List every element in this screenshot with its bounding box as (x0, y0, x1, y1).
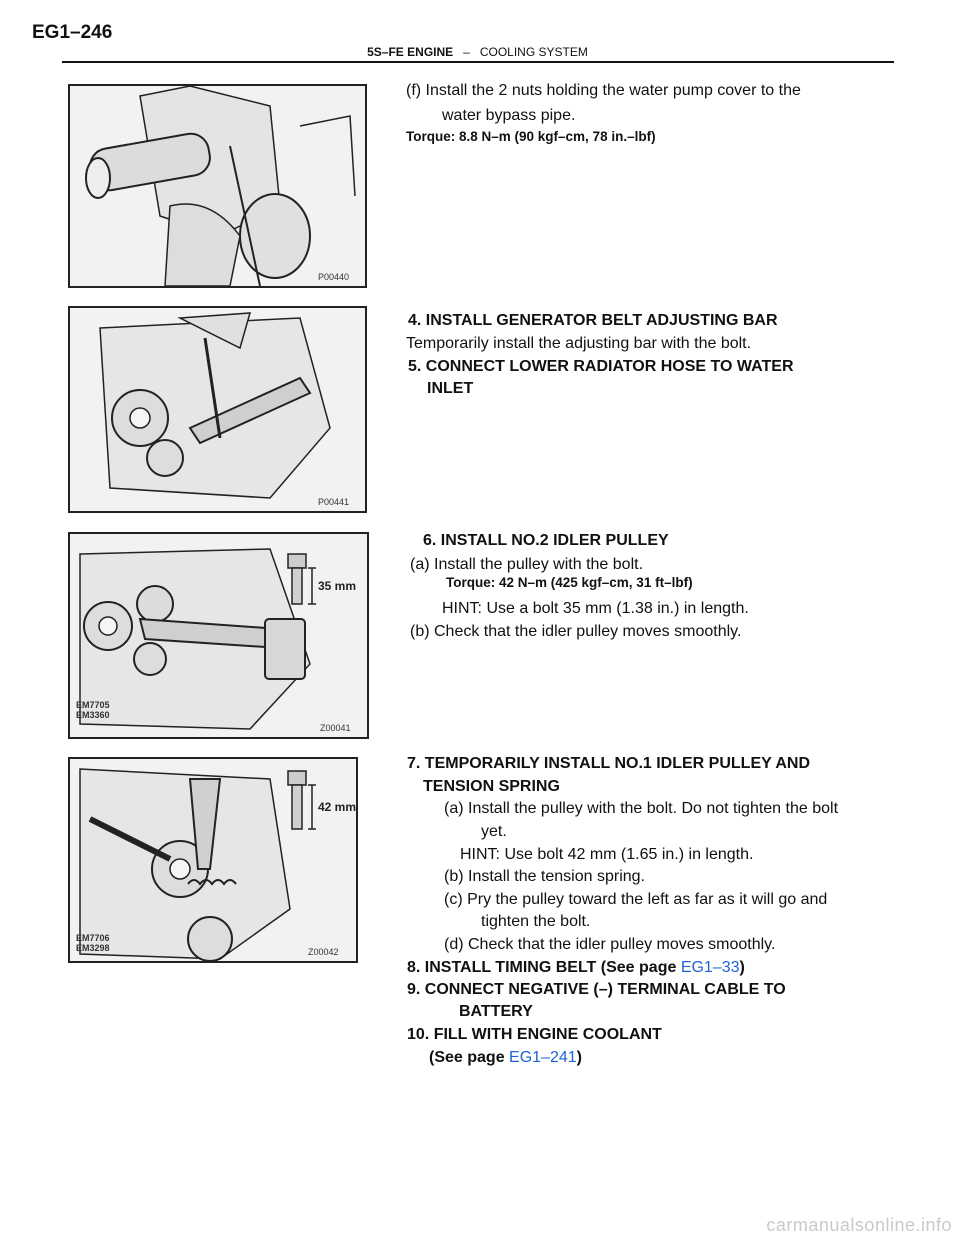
step-6b: (b) Check that the idler pulley moves sm… (410, 623, 742, 640)
figure-code: P00441 (318, 497, 349, 507)
bolt-length-label: 35 mm (318, 579, 356, 593)
step-7c-cont: tighten the bolt. (481, 913, 591, 930)
torque-spec: Torque: 42 N–m (425 kgf–cm, 31 ft–lbf) (446, 575, 693, 590)
step-7d: (d) Check that the idler pulley moves sm… (444, 936, 776, 953)
header-rule (62, 61, 894, 63)
step-f-line1: (f) Install the 2 nuts holding the water… (406, 82, 801, 99)
step-10-close: ) (576, 1049, 582, 1066)
step-4-text: Temporarily install the adjusting bar wi… (406, 335, 752, 352)
figure-stamp: EM7706 (76, 933, 110, 943)
step-5-heading-cont: INLET (427, 380, 474, 397)
step-10-text: (See page (429, 1049, 510, 1066)
running-header: 5S–FE ENGINE–COOLING SYSTEM (60, 45, 895, 59)
figure-no1-idler-pulley: 42 mm EM7706 EM3298 Z00042 (68, 757, 358, 963)
link-eg1-241[interactable]: EG1–241 (509, 1049, 577, 1066)
subsection-title: COOLING SYSTEM (479, 45, 588, 59)
step-6-hint: HINT: Use a bolt 35 mm (1.38 in.) in len… (442, 600, 749, 617)
step-7b: (b) Install the tension spring. (444, 868, 645, 885)
page-number: EG1–246 (32, 22, 113, 43)
step-7a: (a) Install the pulley with the bolt. Do… (444, 800, 839, 817)
section-title: 5S–FE ENGINE (367, 45, 454, 59)
step-7-heading: 7. TEMPORARILY INSTALL NO.1 IDLER PULLEY… (407, 755, 811, 772)
figure-water-pump-cover: P00440 (68, 84, 367, 288)
step-7a-cont: yet. (481, 823, 507, 840)
step-7-hint: HINT: Use bolt 42 mm (1.65 in.) in lengt… (460, 846, 754, 863)
figure-no2-idler-pulley: 35 mm EM7705 EM3360 Z00041 (68, 532, 369, 739)
figure-code: Z00042 (308, 947, 339, 957)
step-7-heading-cont: TENSION SPRING (423, 778, 560, 795)
site-watermark: carmanualsonline.info (766, 1215, 952, 1235)
step-10-ref: (See page EG1–241) (429, 1046, 582, 1069)
step-8-close: ) (739, 959, 745, 976)
figure-stamp: EM3298 (76, 943, 110, 953)
figure-2-illustration: P00441 (70, 308, 365, 511)
step-6-heading: 6. INSTALL NO.2 IDLER PULLEY (423, 532, 669, 549)
figure-4-illustration: 42 mm EM7706 EM3298 Z00042 (70, 759, 356, 961)
figure-1-illustration: P00440 (70, 86, 365, 286)
torque-spec: Torque: 8.8 N–m (90 kgf–cm, 78 in.–lbf) (406, 129, 656, 144)
step-9-heading: 9. CONNECT NEGATIVE (–) TERMINAL CABLE T… (407, 981, 786, 998)
step-5-heading: 5. CONNECT LOWER RADIATOR HOSE TO WATER (408, 358, 794, 375)
step-9-heading-cont: BATTERY (459, 1003, 533, 1020)
step-8-text: 8. INSTALL TIMING BELT (See page (407, 959, 681, 976)
figure-adjusting-bar: P00441 (68, 306, 367, 513)
figure-code: Z00041 (320, 723, 351, 733)
step-10-heading: 10. FILL WITH ENGINE COOLANT (407, 1026, 662, 1043)
figure-stamp: EM3360 (76, 710, 110, 720)
figure-code: P00440 (318, 272, 349, 282)
header-separator: – (463, 45, 470, 59)
step-6a: (a) Install the pulley with the bolt. (410, 556, 644, 573)
step-8-heading: 8. INSTALL TIMING BELT (See page EG1–33) (407, 956, 745, 979)
bolt-length-label: 42 mm (318, 800, 356, 814)
figure-stamp: EM7705 (76, 700, 110, 710)
link-eg1-33[interactable]: EG1–33 (680, 959, 740, 976)
step-4-heading: 4. INSTALL GENERATOR BELT ADJUSTING BAR (408, 312, 778, 329)
step-f-line2: water bypass pipe. (442, 107, 576, 124)
step-7c: (c) Pry the pulley toward the left as fa… (444, 891, 828, 908)
figure-3-illustration: 35 mm EM7705 EM3360 Z00041 (70, 534, 367, 737)
